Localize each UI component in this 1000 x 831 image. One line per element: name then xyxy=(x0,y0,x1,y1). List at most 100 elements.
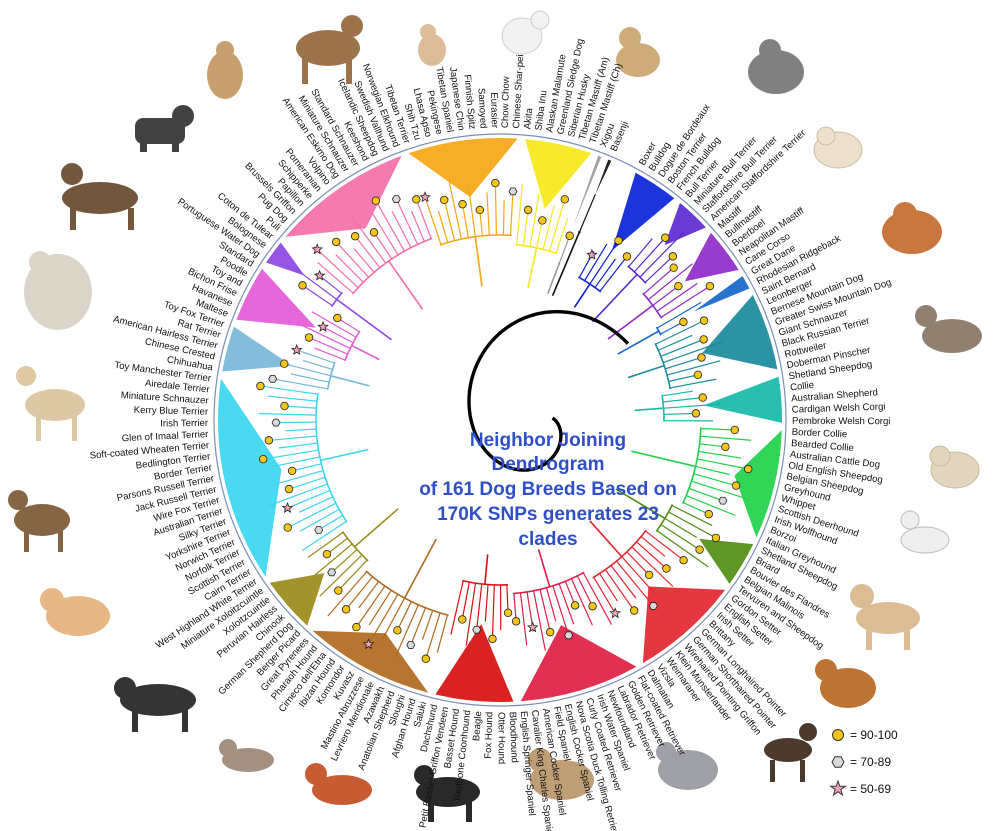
tree-branch xyxy=(615,560,657,610)
tree-branch xyxy=(604,569,637,615)
tree-branch xyxy=(259,413,317,416)
tree-branch xyxy=(655,326,662,336)
tree-branch xyxy=(686,495,736,517)
tree-branch xyxy=(545,587,557,622)
node-circle-icon xyxy=(721,442,730,452)
node-hexagon-icon xyxy=(268,375,278,383)
node-circle-icon xyxy=(699,316,709,325)
clade-wedge xyxy=(703,376,782,423)
node-hexagon-icon xyxy=(391,195,401,203)
dog-illustration xyxy=(764,723,817,782)
node-star-icon xyxy=(362,638,375,650)
node-circle-icon xyxy=(661,233,670,242)
dog-illustration xyxy=(656,742,718,790)
tree-branch xyxy=(642,292,663,319)
tree-branch xyxy=(664,517,697,538)
clade-wedge xyxy=(435,624,514,702)
tree-branch xyxy=(437,210,449,243)
dog-illustration xyxy=(296,15,363,84)
dog-illustration xyxy=(16,366,85,441)
node-circle-icon xyxy=(304,333,314,342)
node-circle-icon xyxy=(280,401,289,411)
tree-branch xyxy=(666,360,721,376)
bootstrap-nodes xyxy=(256,178,753,663)
node-circle-icon xyxy=(331,237,341,247)
breed-label: Samoyed xyxy=(475,88,488,129)
tree-branch xyxy=(515,243,558,255)
dog-illustration xyxy=(219,739,274,772)
tree-branch xyxy=(654,342,671,390)
tree-branch xyxy=(421,610,434,640)
tree-branch xyxy=(700,435,752,441)
tree-branch xyxy=(474,236,483,287)
clade-wedges xyxy=(217,137,782,702)
node-circle-icon xyxy=(488,634,497,644)
tree-branch xyxy=(351,237,433,295)
node-hexagon-icon xyxy=(327,568,337,577)
clade-wedge xyxy=(702,295,778,370)
tree-branch xyxy=(450,580,464,635)
tree-branch xyxy=(656,282,698,312)
tree-branch xyxy=(436,614,449,653)
node-circle-icon xyxy=(644,570,654,580)
node-hexagon-icon xyxy=(314,526,324,534)
tree-branch xyxy=(661,394,665,422)
breed-label: Cardigan Welsh Corgi xyxy=(792,401,886,415)
tree-branch xyxy=(698,450,742,459)
tree-branch xyxy=(299,508,340,532)
tree-branch xyxy=(551,231,581,296)
node-circle-icon xyxy=(440,195,449,205)
tree-branch xyxy=(697,458,753,471)
node-circle-icon xyxy=(588,602,597,611)
tree-branch xyxy=(368,589,392,626)
breed-label: Finnish Spitz xyxy=(461,74,477,130)
tree-branch xyxy=(537,549,551,587)
tree-branch xyxy=(410,210,425,242)
tree-branch xyxy=(592,529,647,579)
tree-branch xyxy=(615,488,666,520)
node-star-icon xyxy=(290,343,303,355)
node-circle-icon xyxy=(711,533,721,543)
tree-branch xyxy=(314,347,346,361)
breed-label: Kerry Blue Terrier xyxy=(134,405,210,418)
node-circle-icon xyxy=(679,317,688,327)
node-hexagon-icon xyxy=(564,631,574,640)
tree-branch xyxy=(527,247,538,289)
breed-label: Fox Hound xyxy=(483,712,496,759)
node-circle-icon xyxy=(283,523,292,532)
node-circle-icon xyxy=(669,263,678,272)
node-circle-icon xyxy=(333,313,342,323)
legend-label-mid: = 70-89 xyxy=(850,755,891,769)
dog-illustration xyxy=(815,659,876,708)
tree-branch xyxy=(341,530,369,562)
tree-branch xyxy=(548,195,567,252)
node-circle-icon xyxy=(545,627,555,637)
node-hexagon-icon xyxy=(718,496,728,505)
node-circle-icon xyxy=(674,281,683,291)
node-circle-icon xyxy=(511,617,521,626)
node-circle-icon xyxy=(458,615,467,624)
tree-branch xyxy=(599,573,619,602)
tree-branch xyxy=(335,254,364,283)
tree-branch xyxy=(320,448,369,462)
node-circle-icon xyxy=(698,393,707,402)
tree-branch xyxy=(391,210,412,248)
node-hexagon-icon xyxy=(472,625,482,634)
dog-illustration xyxy=(414,765,480,822)
dog-illustration xyxy=(418,24,446,66)
tree-branch xyxy=(439,234,512,246)
node-circle-icon xyxy=(614,236,623,245)
tree-branch xyxy=(486,192,490,236)
dog-illustration xyxy=(501,10,550,55)
breed-label: Eurasier xyxy=(488,92,500,129)
tree-branch xyxy=(628,238,653,268)
clade-wedge xyxy=(611,172,675,251)
dog-illustration xyxy=(528,748,594,800)
tree-branch xyxy=(516,184,524,245)
node-star-icon xyxy=(317,320,329,332)
tree-branch xyxy=(631,450,696,468)
root-spiral xyxy=(467,310,630,472)
tree-branch xyxy=(647,263,693,301)
breed-label: Shiba Inu xyxy=(533,90,549,132)
dog-illustration xyxy=(24,251,92,330)
